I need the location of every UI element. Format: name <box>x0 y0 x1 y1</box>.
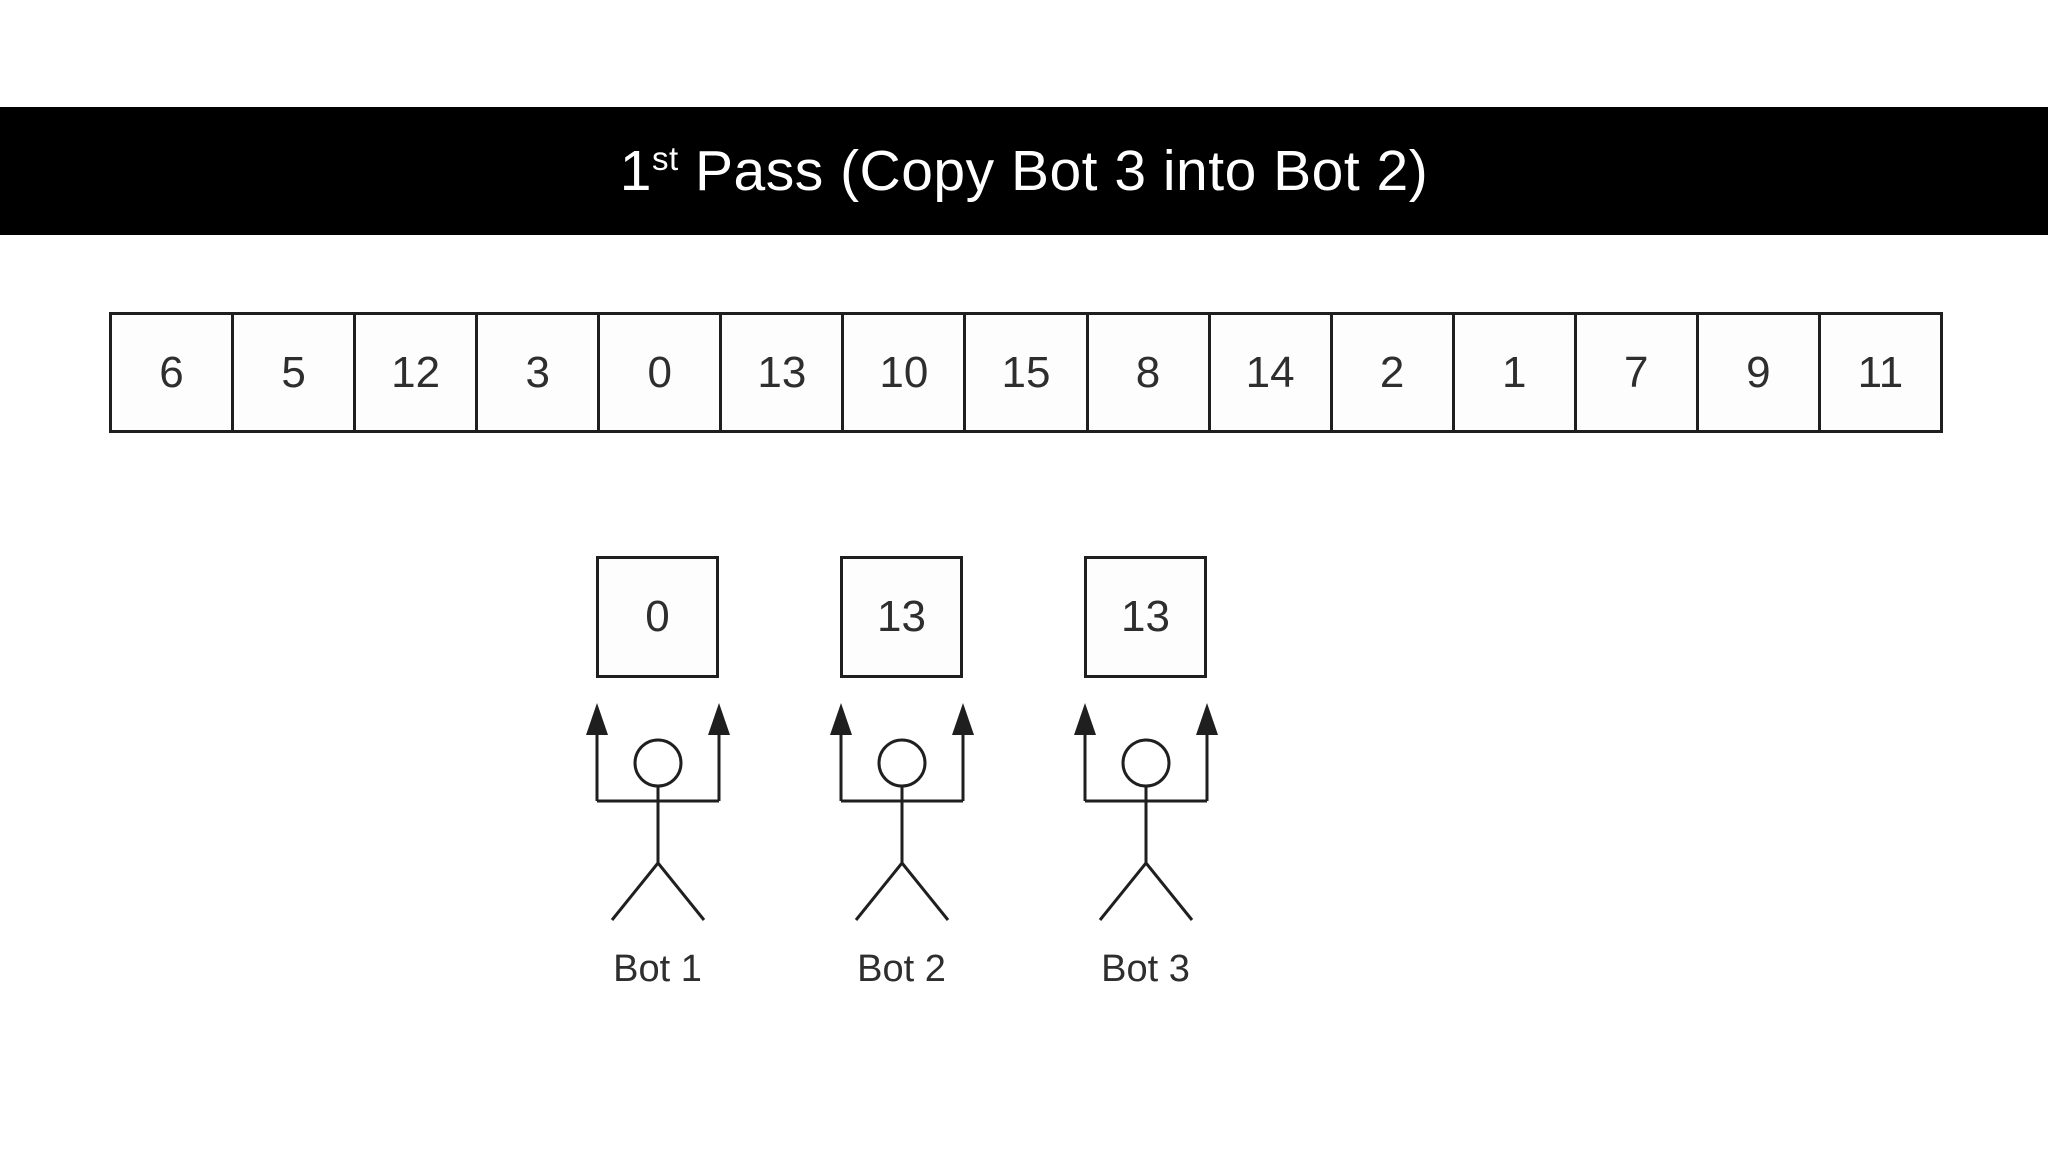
bot-group-1: 0 Bot 1 <box>585 556 730 991</box>
up-arrow-icon <box>951 703 974 735</box>
array-cell-8: 8 <box>1089 315 1211 430</box>
bot-value-box: 13 <box>840 556 963 678</box>
array-cell-3: 3 <box>478 315 601 430</box>
title-number: 1 <box>619 139 652 203</box>
bot-right-leg <box>1144 862 1193 921</box>
bot-left-leg <box>1098 862 1147 921</box>
stick-figure <box>585 703 730 921</box>
array-cell-7: 15 <box>966 315 1089 430</box>
title-banner: 1st Pass (Copy Bot 3 into Bot 2) <box>0 107 2048 235</box>
up-arrow-icon <box>707 703 730 735</box>
up-arrow-icon <box>1073 703 1096 735</box>
bot-head <box>877 738 926 788</box>
array-cell-12: 7 <box>1577 315 1699 430</box>
bot-label: Bot 3 <box>1101 948 1190 990</box>
stick-figure <box>829 703 974 921</box>
up-arrow-icon <box>829 703 852 735</box>
stick-figure <box>1073 703 1218 921</box>
page-title: 1st Pass (Copy Bot 3 into Bot 2) <box>620 138 1428 204</box>
bot-group-2: 13 Bot 2 <box>829 556 974 991</box>
bot-group-3: 13 Bot 3 <box>1073 556 1218 991</box>
bot-right-leg <box>900 862 949 921</box>
bot-value-box: 13 <box>1084 556 1207 678</box>
array-cell-2: 12 <box>356 315 479 430</box>
up-arrow-icon <box>585 703 608 735</box>
array-cell-1: 5 <box>234 315 357 430</box>
bot-label: Bot 1 <box>613 948 702 990</box>
array-cell-9: 14 <box>1211 315 1333 430</box>
bot-right-leg <box>656 862 705 921</box>
array-cell-5: 13 <box>722 315 845 430</box>
array-cell-6: 10 <box>844 315 967 430</box>
up-arrow-icon <box>1195 703 1218 735</box>
array-row: 6 5 12 3 0 13 10 15 8 14 2 1 7 9 11 <box>109 312 1943 433</box>
array-cell-13: 9 <box>1699 315 1821 430</box>
array-cell-14: 11 <box>1857 347 1904 397</box>
bot-left-leg <box>854 862 903 921</box>
bot-left-leg <box>610 862 659 921</box>
array-cell-10: 2 <box>1333 315 1455 430</box>
bot-head <box>1121 738 1170 788</box>
title-text: Pass (Copy Bot 3 into Bot 2) <box>678 139 1429 203</box>
bot-head <box>633 738 682 788</box>
title-ordinal-suffix: st <box>651 141 679 178</box>
array-cell-4: 0 <box>600 315 723 430</box>
array-cell-11: 1 <box>1455 315 1577 430</box>
bot-value-box: 0 <box>596 556 719 678</box>
bot-label: Bot 2 <box>857 948 946 990</box>
array-cell-0: 6 <box>112 315 235 430</box>
